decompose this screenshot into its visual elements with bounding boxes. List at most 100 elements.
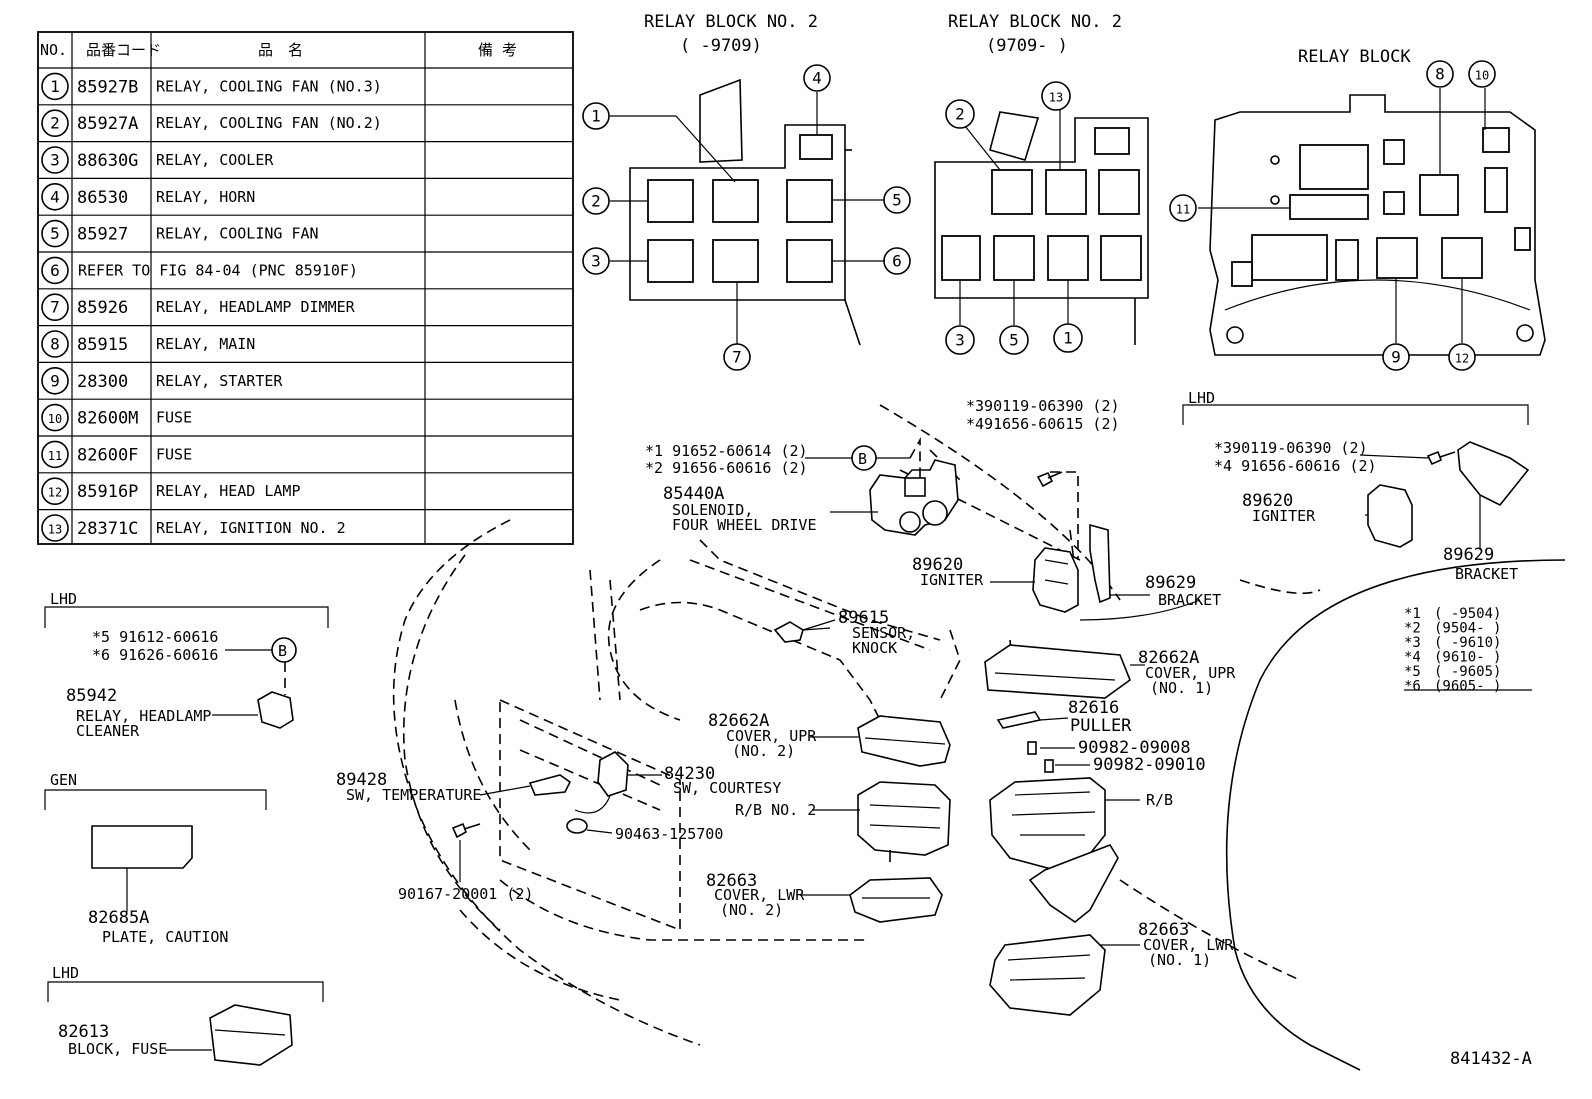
row-code: 85916P <box>77 482 138 502</box>
row-number-5-label: 5 <box>50 224 60 243</box>
row-code: 85915 <box>77 335 128 355</box>
footnote-mark: *5 <box>1404 664 1421 680</box>
label-llhd-2: *6 91626-60616 <box>92 646 218 664</box>
label-bolt-1: *390119-06390 (2) <box>966 397 1120 415</box>
row-name: RELAY, COOLING FAN <box>156 225 319 243</box>
rb3-callout-5-label: 12 <box>1455 352 1469 366</box>
rb2-callout-1: 2 <box>945 99 975 129</box>
footnotes: *1( -9504)*2(9504- )*3( -9610)*4(9610- )… <box>1404 606 1532 695</box>
rb1-callout-2-label: 2 <box>591 192 601 211</box>
footnote-mark: *2 <box>1404 621 1421 637</box>
b-marker-top-label: B <box>858 450 867 468</box>
igniter-part <box>1032 547 1079 613</box>
figure-number: 841432-A <box>1450 1049 1532 1069</box>
row-code: 85926 <box>77 298 128 318</box>
row-code: 85927 <box>77 225 128 245</box>
table-header-remarks: 備 考 <box>478 41 517 59</box>
rb2-callout-1-label: 2 <box>955 105 965 124</box>
cover-upr-2-part <box>857 715 951 767</box>
row-number-8: 8 <box>41 330 69 358</box>
row-code: 85927B <box>77 77 138 97</box>
relay-block-3-title: RELAY BLOCK <box>1298 47 1411 67</box>
footnote-row: *5 ( -9605) <box>1404 664 1501 680</box>
rb3-callout-3-label: 11 <box>1176 203 1190 217</box>
row-name: RELAY, IGNITION NO. 2 <box>156 519 346 537</box>
label-82685a-name: PLATE, CAUTION <box>102 928 228 946</box>
lhd-right-bracket <box>1182 404 1529 425</box>
row-code: 82600M <box>77 409 138 429</box>
label-82662a-2-n1: COVER, UPR <box>726 727 817 745</box>
rlhd-bracket-part <box>1457 441 1530 507</box>
label-82663: 82663 <box>706 871 757 891</box>
label-90982a: 90982-09008 <box>1078 738 1191 758</box>
row-number-1: 1 <box>41 72 69 101</box>
rb1-callout-7: 7 <box>723 343 751 371</box>
b-marker-left-label: B <box>278 642 287 660</box>
rb1-callout-2: 2 <box>582 187 610 215</box>
row-name: RELAY, COOLER <box>156 151 274 169</box>
rb1-callout-5: 5 <box>883 186 911 214</box>
bracket-part <box>1089 523 1111 604</box>
label-89428: 89428 <box>336 770 387 790</box>
label-rlhd-89629: 89629 <box>1443 545 1494 565</box>
row-number-9: 9 <box>41 366 69 395</box>
headlamp-cleaner-relay-part <box>257 691 294 729</box>
row-number-7-label: 7 <box>50 298 60 317</box>
label-90463: 90463-125700 <box>615 825 723 843</box>
label-82663b: 82663 <box>1138 920 1189 940</box>
row-number-9-label: 9 <box>50 371 60 390</box>
label-82662a-n1: COVER, UPR <box>1145 664 1236 682</box>
label-rlhd-89620: 89620 <box>1242 491 1293 511</box>
footnote-row: *2 (9504- ) <box>1404 621 1501 637</box>
footnote-range: (9504- ) <box>1434 621 1501 637</box>
b-marker-top: B <box>851 445 877 471</box>
label-82663b-n2: (NO. 1) <box>1148 951 1211 969</box>
cover-upr-1-part <box>984 644 1131 699</box>
footnote-row: *1( -9504) <box>1404 606 1501 622</box>
rb3-callout-3: 11 <box>1169 194 1197 222</box>
label-rb2: R/B NO. 2 <box>735 801 816 819</box>
label-89615-n2: KNOCK <box>852 639 897 657</box>
rb1-callout-5-label: 5 <box>892 191 902 210</box>
footnote-row: *3( -9610) <box>1404 635 1501 651</box>
label-rlhd-89629-name: BRACKET <box>1455 565 1518 583</box>
b-marker-left: B <box>271 637 297 663</box>
rb3-callout-2-label: 10 <box>1475 69 1489 83</box>
row-name: RELAY, STARTER <box>156 372 283 390</box>
part-labels: *1 91652-60614 (2) *2 91656-60616 (2) 85… <box>50 389 1532 1069</box>
label-89629: 89629 <box>1145 573 1196 593</box>
footnote-mark: *1 <box>1404 606 1421 622</box>
footnote-range: ( -9605) <box>1434 664 1501 680</box>
rb1-callout-4: 4 <box>803 64 831 92</box>
row-name: RELAY, COOLING FAN (NO.3) <box>156 77 382 95</box>
rb3-callout-1: 8 <box>1426 60 1454 88</box>
row-number-11: 11 <box>41 440 69 469</box>
row-number-10-label: 10 <box>48 412 62 426</box>
bracket-rb-part <box>1028 844 1119 923</box>
rb2-callout-2: 13 <box>1041 81 1071 111</box>
row-number-4: 4 <box>41 183 69 211</box>
rb1-callout-3: 3 <box>582 247 610 275</box>
row-name: RELAY, HORN <box>156 188 255 206</box>
relay-block-2-title: RELAY BLOCK NO. 2 <box>948 12 1122 32</box>
row-number-11-label: 11 <box>48 449 62 463</box>
table-row: 1 85927B RELAY, COOLING FAN (NO.3) <box>41 72 382 101</box>
footnote-range: (9610- ) <box>1434 650 1501 666</box>
clamp-part <box>566 818 588 834</box>
label-85942-n1: RELAY, HEADLAMP <box>76 707 211 725</box>
leader-lines <box>126 436 1481 1051</box>
row-name: FUSE <box>156 445 192 463</box>
label-84230: 84230 <box>664 764 715 784</box>
screw-part <box>451 822 481 839</box>
label-82616: 82616 <box>1068 698 1119 718</box>
row-name: RELAY, HEADLAMP DIMMER <box>156 298 356 316</box>
